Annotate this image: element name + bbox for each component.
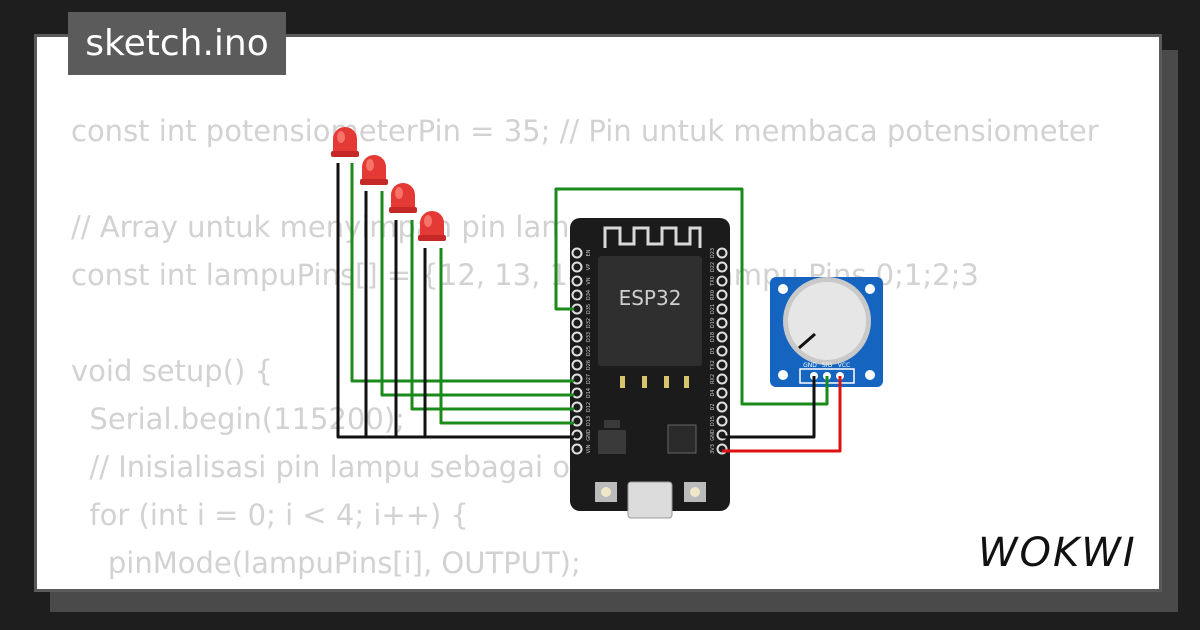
pin-label: RX0 — [710, 290, 716, 300]
pin-d22-right[interactable] — [716, 261, 728, 273]
pin-label: D26 — [586, 360, 592, 370]
wires — [336, 163, 842, 453]
pin-label: D18 — [710, 332, 716, 342]
pin-label: D4 — [710, 389, 716, 396]
pin-label: GND — [710, 429, 716, 441]
pin-label: D21 — [710, 304, 716, 314]
pin-label: D34 — [586, 290, 592, 300]
pin-label: VN — [586, 277, 592, 284]
module-label: ESP32 — [619, 286, 682, 310]
wire-led1-d27 — [350, 163, 574, 383]
voltage-regulator — [598, 430, 626, 454]
led-2[interactable] — [360, 155, 388, 185]
wire-pot-gnd — [722, 376, 816, 439]
pin-d5-right[interactable] — [716, 345, 728, 357]
pot-pin-label-gnd: GND — [803, 362, 817, 369]
pin-label: D32 — [586, 318, 592, 328]
esp32-module — [598, 256, 702, 366]
pin-rx2-right[interactable] — [716, 373, 728, 385]
led-4[interactable] — [418, 211, 446, 241]
pin-label: D23 — [710, 248, 716, 258]
pin-label: D15 — [710, 416, 716, 426]
file-tab[interactable]: sketch.ino — [68, 12, 286, 75]
pin-d23-right[interactable] — [716, 247, 728, 259]
pin-label: D14 — [586, 388, 592, 398]
code-line: void setup() { — [71, 354, 273, 388]
pin-d26-left[interactable] — [571, 359, 583, 371]
wokwi-logo: WOKWI — [978, 530, 1137, 574]
code-line: const int potensiometerPin = 35; // Pin … — [71, 114, 1099, 148]
module-pads — [620, 376, 689, 388]
pin-gnd-left[interactable] — [571, 429, 583, 441]
pin-headers — [571, 247, 728, 455]
pot-pin-label-sig: SIG — [822, 362, 833, 369]
pin-d18-right[interactable] — [716, 331, 728, 343]
pot-pin-label-vcc: VCC — [838, 362, 850, 369]
pin-d13-left[interactable] — [571, 415, 583, 427]
pin-en-left[interactable] — [571, 247, 583, 259]
pin-label: 3V3 — [710, 444, 716, 454]
led-group — [331, 127, 446, 241]
pin-d34-left[interactable] — [571, 289, 583, 301]
code-line: // Inisialisasi pin lampu sebagai output — [71, 450, 648, 484]
knob-pointer — [798, 332, 816, 350]
esp32-board[interactable]: ESP32 ENVPVND34D35D32D33D25D26D27D14D12D… — [570, 218, 730, 519]
pin-d33-left[interactable] — [571, 331, 583, 343]
pin-d27-left[interactable] — [571, 373, 583, 385]
led-3[interactable] — [389, 183, 417, 213]
led-1[interactable] — [331, 127, 359, 157]
code-line: Serial.begin(115200); — [71, 402, 405, 436]
pin-vn-left[interactable] — [571, 275, 583, 287]
pin-label: D5 — [710, 347, 716, 354]
pin-rx0-right[interactable] — [716, 289, 728, 301]
pin-vin-left[interactable] — [571, 443, 583, 455]
pin-d15-right[interactable] — [716, 415, 728, 427]
pin-label: GND — [586, 429, 592, 441]
pin-label: D33 — [586, 332, 592, 342]
wire-led2-d14 — [380, 191, 574, 397]
antenna-trace — [603, 226, 702, 248]
pin-d2-right[interactable] — [716, 401, 728, 413]
pin-label: D25 — [586, 346, 592, 356]
pin-label: TX2 — [710, 360, 716, 371]
pin-label: D35 — [586, 304, 592, 314]
pin-label: RX2 — [710, 374, 716, 384]
potentiometer[interactable]: GND SIG VCC — [770, 277, 883, 387]
pin-label: VIN — [586, 444, 592, 453]
pin-d4-right[interactable] — [716, 387, 728, 399]
pin-d12-left[interactable] — [571, 401, 583, 413]
pin-d21-right[interactable] — [716, 303, 728, 315]
pin-label: D27 — [586, 374, 592, 384]
code-line: pinMode(lampuPins[i], OUTPUT); — [71, 546, 581, 580]
wokwi-logo-text: WOKWI — [978, 530, 1137, 574]
pin-label: EN — [586, 249, 592, 256]
wire-led4-d13 — [439, 248, 574, 425]
pin-label: VP — [586, 264, 592, 270]
pin-tx2-right[interactable] — [716, 359, 728, 371]
pin-d32-left[interactable] — [571, 317, 583, 329]
pin-d14-left[interactable] — [571, 387, 583, 399]
pin-label: D12 — [586, 402, 592, 412]
wire-pot-vcc — [722, 376, 842, 453]
code-line: for (int i = 0; i < 4; i++) { — [71, 498, 469, 532]
pin-d19-right[interactable] — [716, 317, 728, 329]
usb-chip — [667, 424, 697, 454]
wire-led1-gnd — [336, 163, 574, 439]
pin-vp-left[interactable] — [571, 261, 583, 273]
wire-led3-d12 — [410, 220, 574, 411]
pin-d25-left[interactable] — [571, 345, 583, 357]
pin-label: D22 — [710, 262, 716, 272]
usb-port — [627, 481, 673, 519]
pin-tx0-right[interactable] — [716, 275, 728, 287]
pin-label: D19 — [710, 318, 716, 328]
pin-label: D13 — [586, 416, 592, 426]
pin-label: TX0 — [710, 276, 716, 287]
pin-label: D2 — [710, 403, 716, 410]
wire-pot-sig-d35 — [554, 187, 829, 406]
